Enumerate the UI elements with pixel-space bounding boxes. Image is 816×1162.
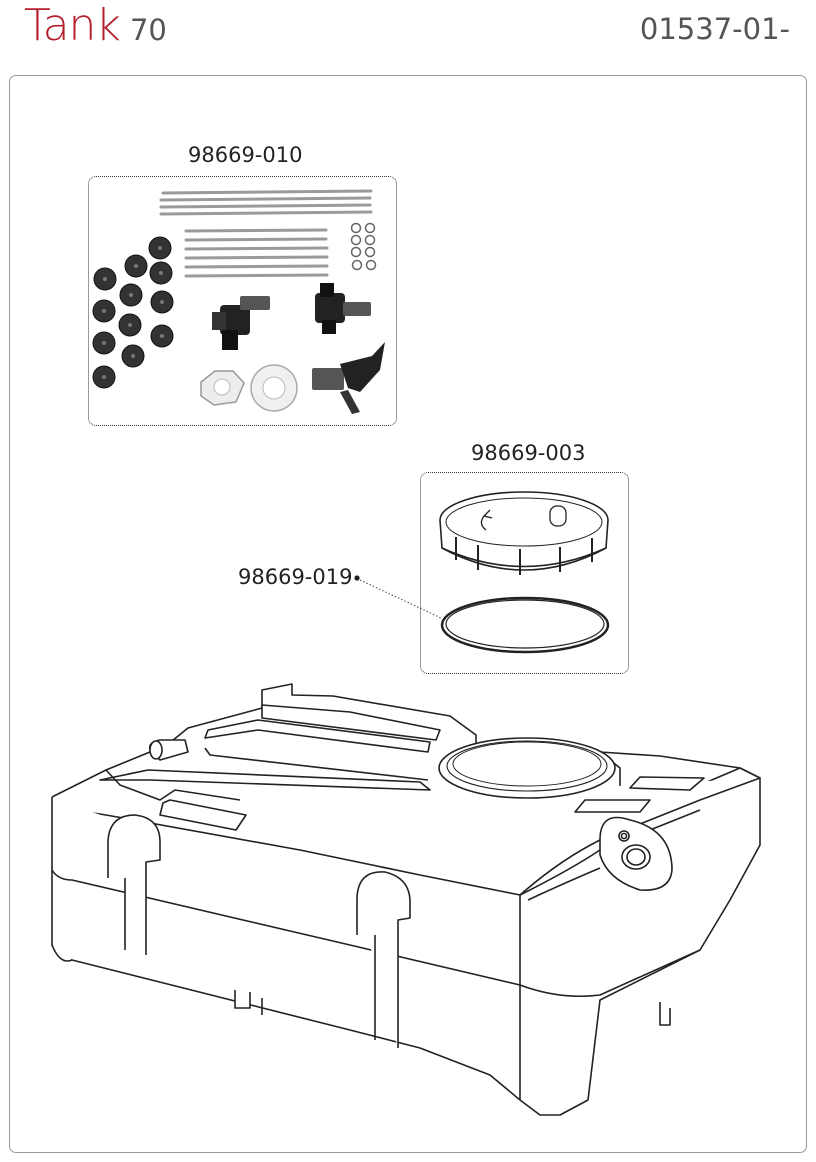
title-text: Tank <box>24 0 121 51</box>
tank-illustration <box>51 683 761 1116</box>
fitting-kit-label: 98669-010 <box>188 143 303 167</box>
fitting-kit-box <box>88 176 397 426</box>
rods-long <box>159 189 373 216</box>
rods-short <box>184 228 329 278</box>
model-number: 70 <box>129 13 167 47</box>
seal-label: 98669-019 <box>238 565 353 589</box>
diagram-frame <box>9 75 807 1153</box>
seal-ring-illustration <box>440 596 610 654</box>
nuts <box>350 222 377 271</box>
fitting-kit-illustration <box>92 189 385 414</box>
document-code: 01537-01- <box>639 12 790 46</box>
nut-and-ring <box>200 364 298 412</box>
lid-kit-box <box>420 472 629 674</box>
lid-kit-label: 98669-003 <box>471 441 586 465</box>
seal-leader-line <box>354 575 442 619</box>
rubber-washers <box>92 236 174 389</box>
straight-valve <box>315 283 371 334</box>
lid-illustration <box>439 491 609 575</box>
elbow-valve <box>212 296 270 350</box>
drain-valve <box>312 342 385 414</box>
